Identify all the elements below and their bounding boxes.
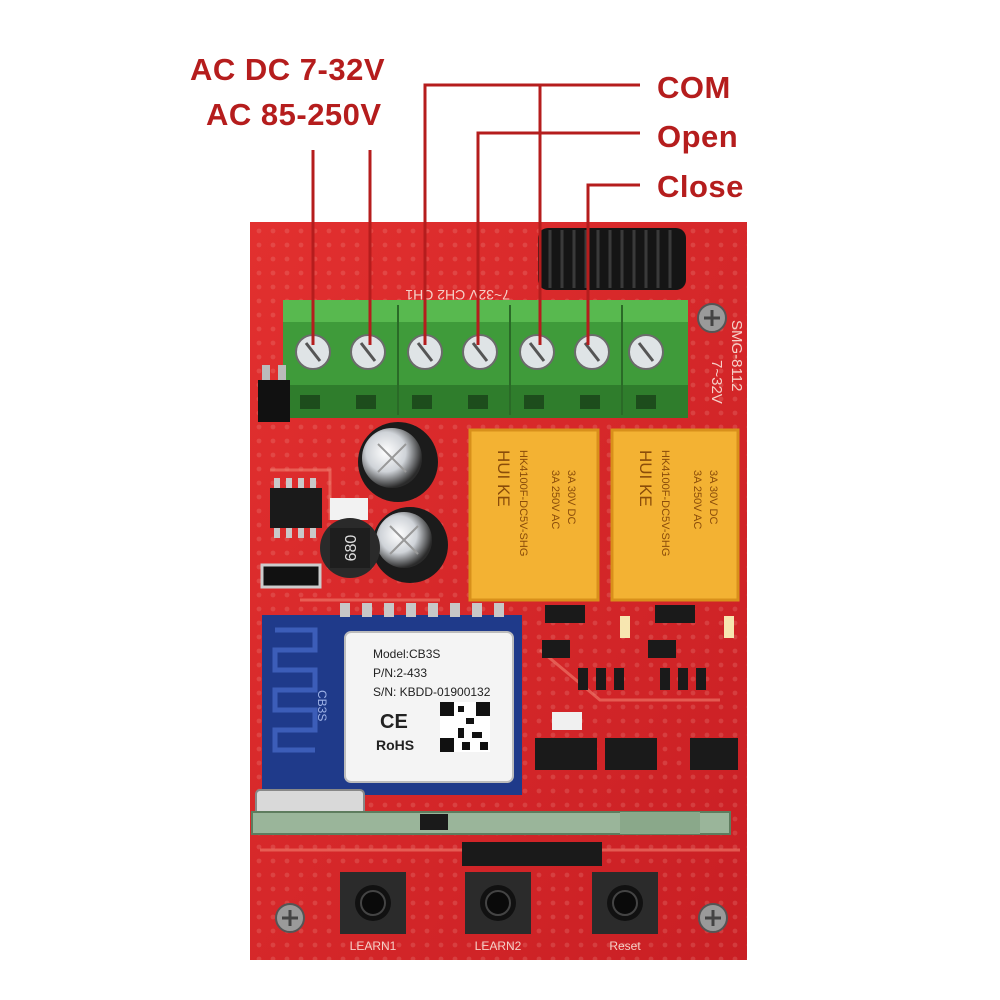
- svg-text:3A 250V AC: 3A 250V AC: [691, 470, 703, 529]
- learn1-label: LEARN1: [350, 939, 397, 953]
- svg-text:CB3S: CB3S: [315, 690, 329, 721]
- label-ac-85-250v: AC 85-250V: [206, 97, 382, 132]
- svg-text:HUI KE: HUI KE: [494, 450, 513, 507]
- wifi-module: CB3S: [262, 603, 522, 795]
- reset-label: Reset: [609, 939, 641, 953]
- module-rohs: RoHS: [376, 737, 414, 753]
- pin-header: [462, 842, 602, 866]
- label-ac-dc-7-32v: AC DC 7-32V: [190, 52, 385, 87]
- label-open: Open: [657, 119, 739, 154]
- svg-text:HUI KE: HUI KE: [636, 450, 655, 507]
- svg-text:HK4100F-DC5V-SHG: HK4100F-DC5V-SHG: [659, 450, 671, 556]
- smd-components: [535, 605, 738, 770]
- mounting-screws: [275, 303, 728, 933]
- svg-text:680: 680: [343, 535, 360, 562]
- status-leds: [620, 616, 734, 638]
- svg-text:3A 30V DC: 3A 30V DC: [565, 470, 577, 524]
- label-com: COM: [657, 70, 731, 105]
- terminal-block: [283, 300, 688, 418]
- svg-text:3A 250V AC: 3A 250V AC: [549, 470, 561, 529]
- svg-text:3A 30V DC: 3A 30V DC: [707, 470, 719, 524]
- learn1-button[interactable]: [340, 872, 406, 934]
- rf-receiver-strip: [251, 789, 731, 835]
- capacitors: [358, 422, 448, 583]
- learn2-label: LEARN2: [475, 939, 522, 953]
- label-close: Close: [657, 169, 744, 204]
- silk-top-text: 7~32V CH2 CH1: [405, 287, 510, 303]
- callout-lines: [311, 83, 640, 345]
- relay-1: HUI KE HK4100F-DC5V-SHG 3A 250V AC 3A 30…: [468, 428, 600, 602]
- antenna-coil: [538, 228, 686, 290]
- inductor: 680: [320, 518, 380, 578]
- left-components: [258, 365, 368, 589]
- module-sn: S/N: KBDD-01900132: [373, 685, 491, 699]
- module-pn: P/N:2-433: [373, 666, 427, 680]
- learn2-button[interactable]: [465, 872, 531, 934]
- silk-side-a: 7~32V: [708, 360, 725, 404]
- terminal-screws: [295, 334, 664, 370]
- module-model: Model:CB3S: [373, 647, 440, 661]
- qr-code-icon: [440, 702, 490, 752]
- relay-2: HUI KE HK4100F-DC5V-SHG 3A 250V AC 3A 30…: [610, 428, 740, 602]
- reset-button[interactable]: [592, 872, 658, 934]
- module-ce-mark: CE: [380, 711, 408, 733]
- silk-side-b: SMG-8112: [728, 320, 745, 391]
- svg-text:HK4100F-DC5V-SHG: HK4100F-DC5V-SHG: [517, 450, 529, 556]
